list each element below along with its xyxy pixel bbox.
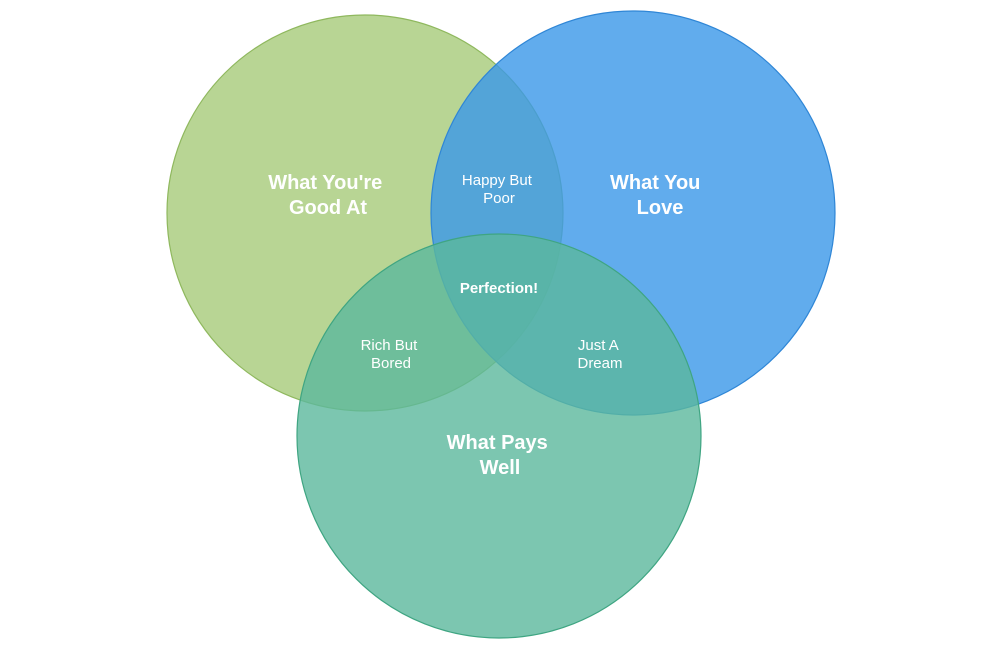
label-pays-well: What Pays Well: [447, 432, 554, 479]
label-love: What You Love: [610, 172, 706, 219]
label-just-a-dream-line-2: Dream: [577, 355, 622, 372]
label-just-a-dream: Just A Dream: [577, 337, 622, 372]
label-rich-but-bored-line-1: Rich But: [361, 337, 419, 354]
label-just-a-dream-line-1: Just A: [578, 337, 619, 354]
label-perfection: Perfection!: [460, 280, 538, 297]
label-love-line-1: What You: [610, 172, 700, 194]
label-happy-but-poor-line-2: Poor: [483, 190, 515, 207]
label-good-at-line-2: Good At: [289, 197, 367, 219]
circle-pays-well: [296, 233, 702, 639]
label-rich-but-bored: Rich But Bored: [361, 337, 422, 372]
label-love-line-2: Love: [637, 197, 684, 219]
label-good-at: What You're Good At: [268, 172, 388, 219]
label-perfection-line-1: Perfection!: [460, 280, 538, 297]
label-happy-but-poor-line-1: Happy But: [462, 172, 533, 189]
label-good-at-line-1: What You're: [268, 172, 382, 194]
label-pays-well-line-1: What Pays: [447, 432, 548, 454]
label-happy-but-poor: Happy But Poor: [462, 172, 536, 207]
label-pays-well-line-2: Well: [480, 457, 521, 479]
label-rich-but-bored-line-2: Bored: [371, 355, 411, 372]
